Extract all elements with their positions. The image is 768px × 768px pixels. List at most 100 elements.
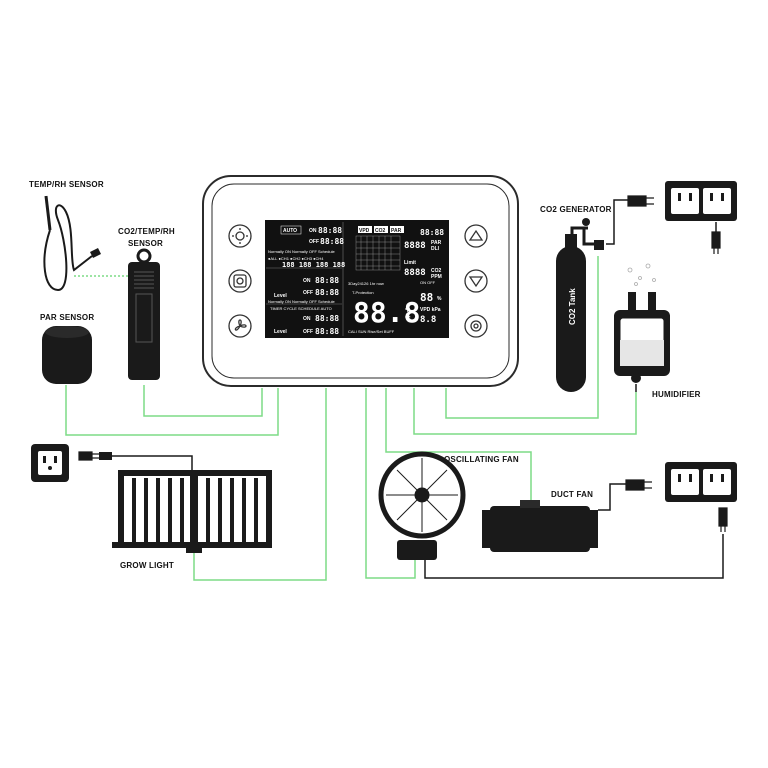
plug-icon <box>78 451 99 461</box>
lcd-screen: AUTO ON 88:88 OFF 88:88 Normally ON Norm… <box>265 220 449 338</box>
temp-rh-sensor-label: TEMP/RH SENSOR <box>29 180 104 189</box>
wire-humidifier <box>413 388 637 435</box>
co2-sensor-label-line2: SENSOR <box>128 239 163 248</box>
lcd-on-2-value: 88:88 <box>315 276 339 285</box>
lcd-normally-row-1: Normally ON Normally OFF Schedule <box>268 249 335 254</box>
lcd-off-2: OFF <box>303 290 313 296</box>
duct-fan-label: DUCT FAN <box>551 490 593 499</box>
light-icon <box>232 228 248 244</box>
controller-bezel <box>211 183 510 379</box>
par-sensor-label: PAR SENSOR <box>40 313 94 322</box>
lcd-par-unit: PAR <box>431 240 442 246</box>
duct-fan: DUCT FAN <box>482 490 598 552</box>
lcd-period: 3Day24126 1hr now <box>348 281 384 286</box>
lcd-vpd-kpa: VPD kPa <box>420 307 441 313</box>
lcd-co2-value: 8888 <box>404 268 426 278</box>
down-button[interactable] <box>464 269 488 293</box>
oscillating-fan: OSCILLATING FAN <box>378 451 519 560</box>
humidifier: HUMIDIFIER <box>614 263 700 399</box>
co2-sensor-vents <box>134 271 154 289</box>
lcd-on-1: ON <box>309 228 317 234</box>
down-arrow-icon <box>468 276 484 288</box>
humidifier-mist <box>627 263 656 286</box>
lcd-t-protection: T-Protection <box>352 290 374 295</box>
co2-generator-label: CO2 GENERATOR <box>540 205 612 214</box>
lcd-big-temp: 88.8 <box>353 296 420 329</box>
fan-button[interactable] <box>228 269 252 293</box>
lcd-channel-values: 188 188 188 188 <box>282 261 345 269</box>
plug-icon <box>90 248 101 258</box>
controller: AUTO ON 88:88 OFF 88:88 Normally ON Norm… <box>202 175 519 387</box>
lcd-unit-c: °C <box>405 316 411 322</box>
settings-icon <box>470 320 482 332</box>
par-sensor: PAR SENSOR <box>40 313 94 384</box>
lcd-off-2-value: 88:88 <box>315 288 339 297</box>
wire-duct-fan <box>385 388 532 500</box>
lcd-level-2: Level <box>274 329 287 335</box>
lcd-unit-f: °F <box>405 308 410 314</box>
grow-light-label: GROW LIGHT <box>120 561 174 570</box>
lcd-level-1: Level <box>274 293 287 299</box>
cable-duct-fan-outlet <box>598 483 630 511</box>
up-arrow-icon <box>468 229 484 241</box>
outlet-icon <box>671 469 699 495</box>
lcd-graph-grid <box>355 235 401 271</box>
plug-icon <box>711 231 721 254</box>
cable-grow-light-outlet <box>111 455 193 470</box>
co2-tank-label: CO2 Tank <box>568 288 577 325</box>
left-buttons <box>228 224 252 338</box>
lcd-timer-row: TIMER CYCLE SCHEDULE AUTO <box>270 306 332 311</box>
lcd-on-1-value: 88:88 <box>318 226 342 235</box>
temp-rh-sensor: TEMP/RH SENSOR <box>29 180 104 292</box>
right-buttons <box>464 224 488 338</box>
lcd-dli-unit: DLI <box>431 246 440 252</box>
lcd-rh-value: 88 <box>420 291 433 304</box>
lcd-background <box>265 220 449 338</box>
fan-icon <box>386 458 458 532</box>
co2-temp-rh-sensor: CO2/TEMP/RH SENSOR <box>118 227 175 380</box>
up-button[interactable] <box>464 224 488 248</box>
light-button[interactable] <box>228 224 252 248</box>
lcd-par-value: 8888 <box>404 241 426 251</box>
co2-generator: CO2 GENERATOR CO2 Tank <box>540 205 612 392</box>
lcd-pct: % <box>437 296 442 302</box>
green-wires <box>65 256 637 581</box>
par-sensor-body <box>42 326 92 384</box>
lcd-off-1: OFF <box>309 239 319 245</box>
outlet-icon <box>703 469 731 495</box>
temp-rh-cable <box>43 204 93 292</box>
lcd-off-3-value: 88:88 <box>315 327 339 336</box>
outlet-icon <box>38 451 62 475</box>
lcd-vpd: VPD <box>359 228 370 234</box>
lcd-normally-row-2: Normally ON Normally OFF Schedule <box>268 299 335 304</box>
power-outlet-1 <box>627 181 737 254</box>
lcd-co2: CO2 <box>375 228 386 234</box>
duct-fan-body <box>490 506 590 552</box>
power-outlet-2 <box>625 462 737 532</box>
lcd-vpd-value: 8.8 <box>420 315 436 325</box>
oscillating-fan-label: OSCILLATING FAN <box>444 455 519 464</box>
lcd-co2-unit: CO2 <box>431 268 442 274</box>
lcd-par: PAR <box>391 228 402 234</box>
plug-icon <box>627 195 654 207</box>
lcd-on-3-value: 88:88 <box>315 314 339 323</box>
temp-rh-probe <box>44 195 52 231</box>
co2-sensor-body <box>128 262 160 380</box>
lcd-ppm-unit: PPM <box>431 274 442 280</box>
grow-light: GROW LIGHT <box>31 444 272 570</box>
lcd-off-1-value: 88:88 <box>320 237 344 246</box>
propeller-icon <box>234 319 247 331</box>
outlet-icon <box>671 188 699 214</box>
settings-button[interactable] <box>464 314 488 338</box>
lcd-clock: 88:88 <box>420 228 444 237</box>
lcd-on-3: ON <box>303 316 311 322</box>
lcd-auto: AUTO <box>283 228 297 234</box>
lcd-channels: ●ALL ●CH1 ●CH2 ●CH3 ●CH4 <box>268 256 324 261</box>
wire-grow-light <box>193 388 327 581</box>
lcd-bottom-row: CALI SUN Rise/Set BUFF <box>348 329 395 334</box>
wire-par-sensor <box>65 385 279 436</box>
lcd-on-2: ON <box>303 278 311 284</box>
grow-light-outlet <box>31 444 69 482</box>
circulate-button[interactable] <box>228 314 252 338</box>
plug-icon <box>718 507 728 532</box>
